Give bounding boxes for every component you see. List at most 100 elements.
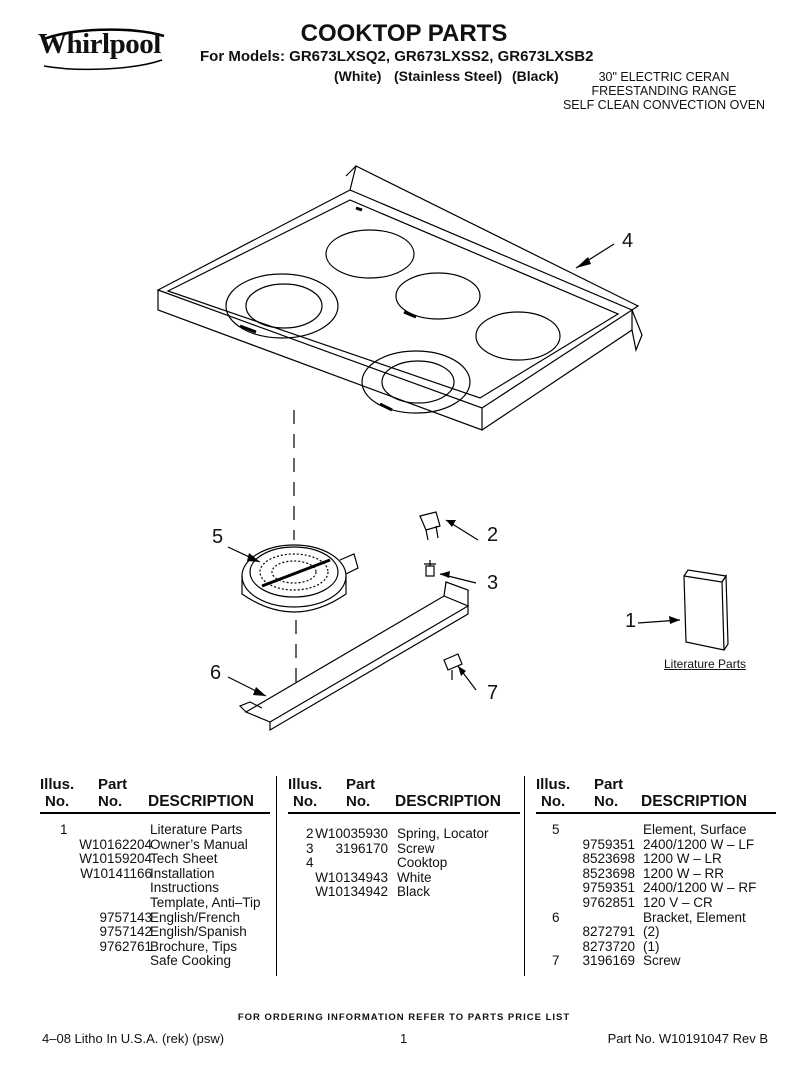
part-description: 1200 W – LR — [643, 851, 722, 867]
header-illus: Illus. — [40, 776, 75, 793]
surface-element — [241, 544, 359, 613]
part-number: 9759351 — [582, 836, 635, 852]
table-row: 8523698 1200 W – LR — [536, 852, 776, 867]
table-row: 7 3196169 Screw — [536, 954, 776, 969]
cooktop-glass — [156, 165, 643, 431]
table-row: Instructions — [40, 881, 270, 896]
header-illus-no: No. — [45, 793, 70, 810]
part-number: W10141166 — [80, 865, 152, 881]
part-number: W10159204 — [79, 851, 152, 867]
header-description: DESCRIPTION — [395, 793, 501, 810]
part-number: 9757142 — [99, 924, 152, 940]
part-number: W10134942 — [315, 884, 388, 900]
header-part: Part — [346, 776, 376, 793]
element-bracket — [238, 581, 470, 732]
callout-7: 7 — [487, 682, 499, 704]
part-description: Owner’s Manual — [150, 836, 248, 852]
part-description: Screw — [397, 840, 435, 856]
header-part: Part — [594, 776, 624, 793]
exploded-parts-diagram — [156, 165, 729, 732]
table-row: 4 Cooktop — [288, 856, 520, 871]
ordering-note: FOR ORDERING INFORMATION REFER TO PARTS … — [237, 1012, 571, 1023]
part-description: 1200 W – RR — [643, 865, 725, 881]
illus-number: 4 — [306, 855, 314, 871]
range-description-line-1: 30" ELECTRIC CERAN — [598, 70, 730, 84]
illus-number: 5 — [552, 822, 560, 837]
part-description: Template, Anti–Tip — [150, 894, 261, 910]
callout-5: 5 — [212, 526, 224, 548]
part-number: 8273720 — [582, 938, 635, 954]
part-description: 120 V – CR — [643, 894, 713, 910]
part-description: Black — [397, 884, 431, 900]
part-description: Installation — [150, 865, 215, 881]
header-illus: Illus. — [536, 776, 571, 793]
illus-number: 7 — [552, 953, 560, 969]
header-part-no: No. — [594, 793, 619, 810]
part-number: W10134943 — [315, 869, 388, 885]
part-description: Screw — [643, 953, 681, 969]
header-part: Part — [98, 776, 128, 793]
part-description: Element, Surface — [643, 822, 747, 837]
part-number: 3196169 — [582, 953, 635, 969]
callout-4: 4 — [622, 230, 634, 252]
model-color-stainless: (Stainless Steel) — [394, 68, 503, 84]
part-description: 2400/1200 W – LF — [643, 836, 755, 852]
header-part-no: No. — [346, 793, 371, 810]
literature-parts-label: Literature Parts — [664, 657, 747, 671]
table-row: W10134942 Black — [288, 885, 520, 900]
table-row: 3 3196170 Screw — [288, 840, 520, 857]
part-number: 3196170 — [335, 840, 388, 856]
range-description-line-2: FREESTANDING RANGE — [591, 84, 737, 98]
table-row: Safe Cooking — [40, 954, 270, 969]
table-row: 8272791(2) — [536, 925, 776, 940]
whirlpool-logo: Whirlpool — [38, 26, 166, 72]
table-row: 8273720(1) — [536, 938, 776, 955]
locator-spring — [419, 511, 441, 541]
part-description: 2400/1200 W – RF — [643, 880, 757, 896]
header-description: DESCRIPTION — [641, 793, 747, 810]
table-row: Template, Anti–Tip — [40, 894, 270, 911]
part-description: Literature Parts — [150, 822, 243, 837]
part-number: 9757143 — [99, 909, 152, 925]
part-description: Bracket, Element — [643, 909, 746, 925]
header-illus-no: No. — [293, 793, 318, 810]
page-title: COOKTOP PARTS — [300, 20, 508, 47]
illus-number: 1 — [60, 822, 68, 837]
logo-swoosh — [41, 28, 165, 71]
part-description: Cooktop — [397, 855, 448, 871]
part-description: English/Spanish — [150, 924, 247, 940]
screw-7 — [443, 653, 463, 680]
part-description: Spring, Locator — [397, 826, 489, 841]
footer-page-number: 1 — [400, 1031, 408, 1046]
table-row: 9759351 2400/1200 W – LF — [536, 836, 776, 853]
illus-number: 2 — [306, 826, 314, 841]
callout-3: 3 — [487, 572, 499, 594]
model-color-black: (Black) — [512, 68, 559, 84]
table-row: 5 Element, Surface — [536, 822, 776, 838]
part-number: 8523698 — [582, 851, 635, 867]
part-number: 9762761 — [99, 938, 152, 954]
illus-number: 3 — [306, 840, 314, 856]
footer-litho: 4–08 Litho In U.S.A. (rek) (psw) — [42, 1031, 225, 1046]
part-description: Safe Cooking — [150, 953, 232, 969]
callout-1: 1 — [625, 610, 637, 632]
part-number: 8272791 — [582, 924, 635, 940]
part-number: W10035930 — [315, 826, 388, 841]
callout-2: 2 — [487, 524, 499, 546]
part-description: Brochure, Tips — [150, 938, 238, 954]
